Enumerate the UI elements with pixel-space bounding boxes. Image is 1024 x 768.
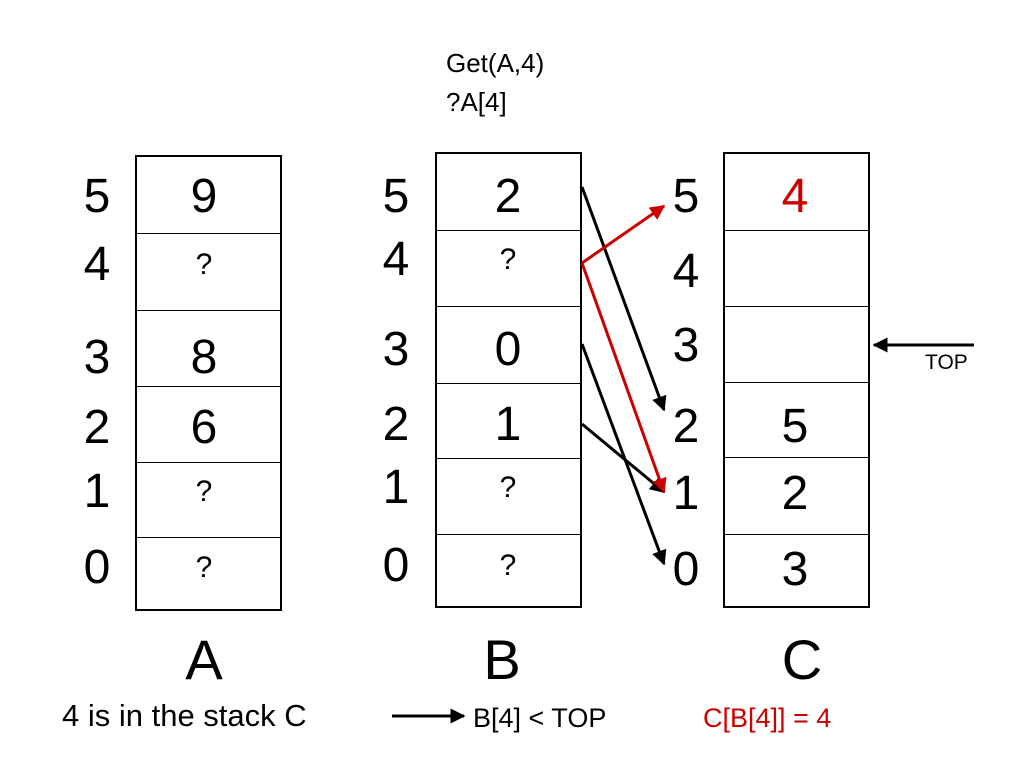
cell-value: ? <box>195 475 213 508</box>
index-label: 3 <box>382 323 410 376</box>
index-label: 2 <box>83 401 111 454</box>
index-label: 1 <box>382 461 410 514</box>
index-label: 0 <box>672 543 700 596</box>
array-b <box>435 152 582 608</box>
array-cell <box>437 459 580 535</box>
index-label: 2 <box>382 398 410 451</box>
cell-value: ? <box>499 471 517 504</box>
cell-value: ? <box>499 549 517 582</box>
index-label: 2 <box>672 400 700 453</box>
arrow-b2-to-c1 <box>581 422 666 494</box>
array-a-label: A <box>185 628 223 691</box>
index-label: 5 <box>382 170 410 223</box>
array-cell <box>725 154 868 231</box>
arrow-b4-to-c5 <box>581 204 666 265</box>
index-label: 0 <box>83 541 111 594</box>
cell-value: ? <box>499 243 517 276</box>
array-cell <box>437 307 580 384</box>
cell-value: 8 <box>190 331 218 384</box>
array-cell <box>137 463 280 538</box>
operation-title: Get(A,4) <box>446 48 545 78</box>
cell-value: 6 <box>190 401 218 454</box>
index-label: 3 <box>672 319 700 372</box>
index-label: 4 <box>672 245 700 298</box>
array-cell <box>137 387 280 463</box>
top-pointer-label: TOP <box>925 351 968 374</box>
cell-value: ? <box>195 551 213 584</box>
arrow-b3-to-c0 <box>580 343 667 566</box>
index-label: 5 <box>672 170 700 223</box>
index-label: 1 <box>672 467 700 520</box>
cell-value: ? <box>195 248 213 281</box>
operation-subtitle: ?A[4] <box>446 87 507 117</box>
stack-c <box>723 152 870 608</box>
cell-value: 2 <box>494 170 522 223</box>
array-cell <box>137 234 280 311</box>
cell-value: 9 <box>190 170 218 223</box>
cell-value: 0 <box>494 323 522 376</box>
arrow-b4-to-c1 <box>580 262 667 494</box>
array-cell <box>437 384 580 459</box>
stack-membership-statement: 4 is in the stack C <box>62 698 307 733</box>
array-cell <box>137 311 280 387</box>
index-label: 3 <box>83 331 111 384</box>
top-condition: B[4] < TOP <box>473 703 607 733</box>
index-label: 1 <box>83 465 111 518</box>
index-label: 4 <box>382 233 410 286</box>
lookup-result: C[B[4]] = 4 <box>703 703 832 733</box>
array-b-label: B <box>483 628 521 691</box>
arrow-b5-to-c2 <box>580 186 667 412</box>
array-cell <box>137 157 280 234</box>
cell-value: 1 <box>494 398 522 451</box>
index-label: 5 <box>83 170 111 223</box>
array-cell <box>725 231 868 307</box>
array-cell <box>725 458 868 535</box>
array-a <box>135 155 282 611</box>
array-cell <box>437 231 580 307</box>
cell-value: 2 <box>781 467 809 520</box>
index-label: 4 <box>83 238 111 291</box>
array-cell <box>725 383 868 458</box>
stack-c-label: C <box>781 628 823 691</box>
index-label: 0 <box>382 539 410 592</box>
cell-value: 4 <box>781 170 809 223</box>
array-cell <box>725 307 868 383</box>
array-cell <box>437 154 580 231</box>
cell-value: 3 <box>781 543 809 596</box>
cell-value: 5 <box>781 400 809 453</box>
